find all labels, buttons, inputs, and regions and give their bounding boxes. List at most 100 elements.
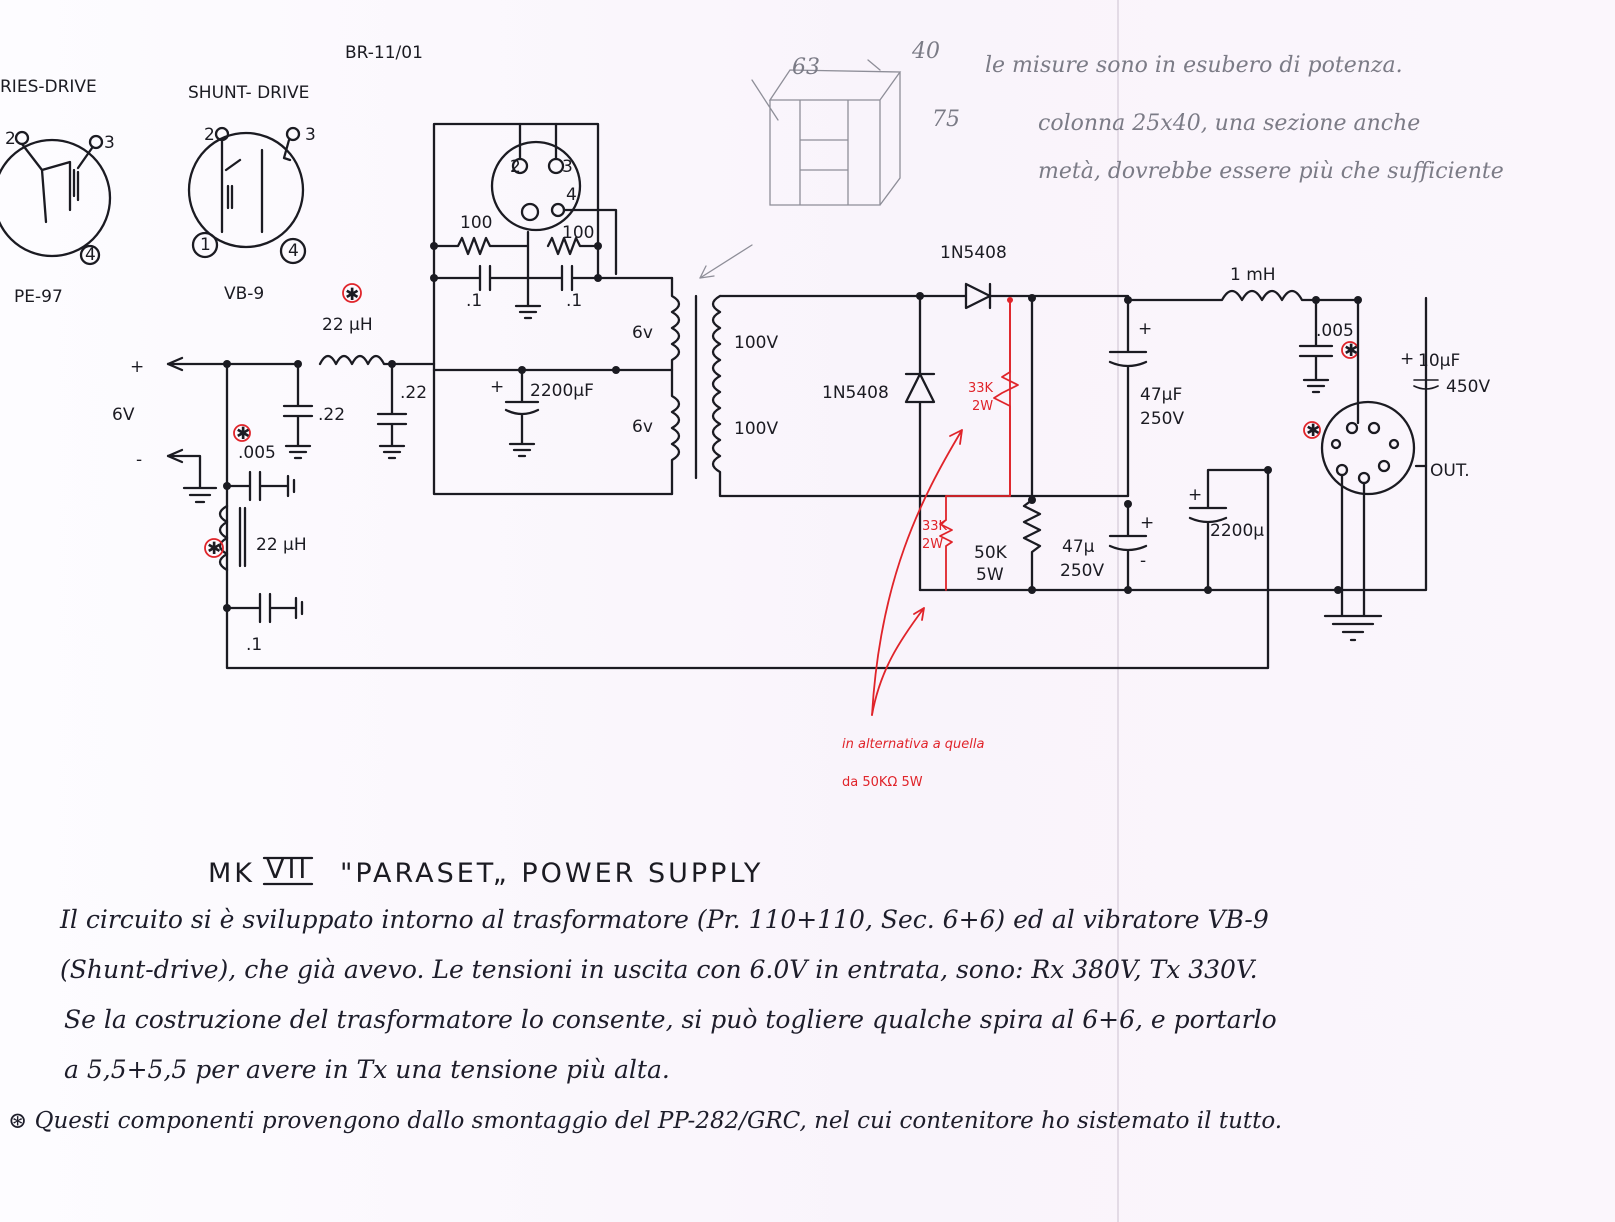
shunt-pin-1-label: 1 — [200, 235, 211, 255]
shunt-pin-3-label: 3 — [305, 125, 316, 145]
snubber-resistors — [432, 230, 600, 308]
winding-6v-b-label: 6v — [632, 417, 653, 437]
shunt-drive-label: SHUNT- DRIVE — [188, 83, 309, 103]
note-line-3: Se la costruzione del trasformatore lo c… — [64, 1005, 1277, 1034]
input-minus: - — [136, 450, 142, 470]
cap-005-a-label: .005 — [238, 443, 276, 463]
output-socket-leads — [1323, 298, 1428, 642]
cap-47u-bottom-label: 47µ — [1062, 537, 1095, 557]
series-pin-3 — [88, 134, 104, 150]
node — [1028, 496, 1036, 504]
series-socket-outline — [0, 138, 112, 258]
socket-pin — [520, 202, 540, 222]
cap-2200uf-input — [504, 368, 540, 458]
footnote-marker-icon: ⊛ — [8, 1108, 28, 1134]
lower-choke-core — [238, 506, 247, 568]
node — [612, 366, 620, 374]
series-pin-2 — [14, 130, 30, 146]
diode-1n5408-left — [904, 294, 936, 592]
node — [594, 242, 602, 250]
input-plus: + — [130, 357, 144, 377]
negative-return-bus — [225, 362, 1270, 670]
positive-input-wire — [166, 356, 300, 372]
node — [223, 604, 231, 612]
pencil-note-line-2: colonna 25x40, una sezione anche — [1038, 111, 1420, 136]
socket-pin — [1388, 438, 1400, 450]
node — [1264, 466, 1272, 474]
cap-47uf-top-volt: 250V — [1140, 409, 1184, 429]
input-choke-22uh — [318, 354, 436, 366]
cap-01-a-label: .1 — [246, 635, 262, 655]
cap-47u-bottom — [1108, 502, 1148, 592]
series-drive-label: RIES-DRIVE — [0, 77, 97, 97]
title-mk: MK — [208, 858, 255, 889]
winding-100v-b-label: 100V — [734, 419, 778, 439]
plus-2200: + — [1188, 485, 1202, 505]
cap-10uf-label: 10µF — [1418, 351, 1460, 371]
cap-10uf-volt: 450V — [1446, 377, 1490, 397]
resistor-100-b-label: 100 — [562, 223, 594, 243]
title-rest: "PARASET„ POWER SUPPLY — [340, 858, 763, 889]
node — [1124, 586, 1132, 594]
output-socket — [1320, 400, 1416, 496]
resistor-100-a-label: 100 — [460, 213, 492, 233]
cap-01-c-label: .1 — [566, 291, 582, 311]
plus-top: + — [1138, 319, 1152, 339]
transformer-low-voltage-winding — [670, 276, 681, 496]
diode-left-label: 1N5408 — [822, 383, 889, 403]
input-choke-label: 22 µH — [322, 315, 373, 335]
series-drive-vibrator: RIES-DRIVE 2 3 4 PE-97 — [0, 77, 115, 307]
cap-2200uf-input-label: 2200µF — [530, 381, 594, 401]
input-section: + 6V - 22 µH ✱ .22 .22 ✱ .005 ✱ 22 µH — [112, 283, 1270, 670]
cap-005-b-label: .005 — [1316, 321, 1354, 341]
plus-bottom: + — [1140, 513, 1154, 533]
shunt-vibrator-name: VB-9 — [224, 284, 264, 304]
star-marker-choke — [342, 283, 362, 303]
diagram-title: MK VII "PARASET„ POWER SUPPLY — [208, 854, 763, 889]
cap-47uf-top — [1108, 298, 1148, 498]
cap-47uf-top-label: 47µF — [1140, 385, 1182, 405]
transformer-core-drawing — [751, 59, 902, 206]
diode-top-label: 1N5408 — [940, 243, 1007, 263]
socket-pin — [1357, 471, 1371, 485]
winding-100v-a-label: 100V — [734, 333, 778, 353]
red-resistor-b-label: 33K — [922, 519, 948, 534]
socket-pin — [1345, 421, 1359, 435]
dim-40: 40 — [911, 39, 940, 64]
snubber-ground — [514, 304, 542, 320]
socket-pin — [547, 157, 565, 175]
resistor-50k-label: 50K — [974, 543, 1008, 563]
socket-pin-4: 4 — [566, 185, 577, 205]
star-glyph: ✱ — [1344, 341, 1358, 361]
cap-022-b — [376, 362, 408, 460]
red-resistor-a-watts: 2W — [972, 399, 993, 414]
output-choke-label: 1 mH — [1230, 265, 1276, 285]
shunt-pin-2-label: 2 — [204, 125, 215, 145]
cap-47u-bottom-volt: 250V — [1060, 561, 1104, 581]
socket-pin — [1367, 421, 1381, 435]
output-choke-1mh — [1126, 289, 1360, 302]
node — [430, 274, 438, 282]
snubber-caps — [432, 264, 674, 292]
dim-75: 75 — [932, 107, 960, 132]
red-arrow-lower — [871, 607, 925, 716]
pencil-note-line-3: metà, dovrebbe essere più che sufficient… — [1038, 159, 1504, 184]
resistor-50k-watts: 5W — [976, 565, 1004, 585]
shunt-socket-outline — [187, 131, 305, 249]
note-line-4: a 5,5+5,5 per avere in Tx una tensione p… — [64, 1055, 670, 1084]
red-resistor-a-label: 33K — [968, 381, 994, 396]
red-alternative: 33K 2W 33K 2W in alternativa a quella da… — [842, 297, 1019, 790]
vibrator-network: 2 3 4 100 100 .1 .1 + 2200µF 6v 6v 1 — [430, 122, 1130, 498]
red-resistor-b-watts: 2W — [922, 537, 943, 552]
minus-bottom: - — [1140, 551, 1146, 571]
shunt-pin-4-label: 4 — [288, 241, 299, 261]
cap-10uf — [1413, 379, 1439, 390]
node — [518, 366, 526, 374]
socket-pin-3: 3 — [562, 157, 573, 177]
red-note-line-1: in alternativa a quella — [842, 737, 985, 752]
node — [223, 482, 231, 490]
socket-pin — [550, 202, 566, 218]
bottom-rail — [918, 296, 1428, 592]
transformer-high-voltage-winding — [711, 294, 1130, 498]
star-glyph: ✱ — [236, 424, 250, 444]
